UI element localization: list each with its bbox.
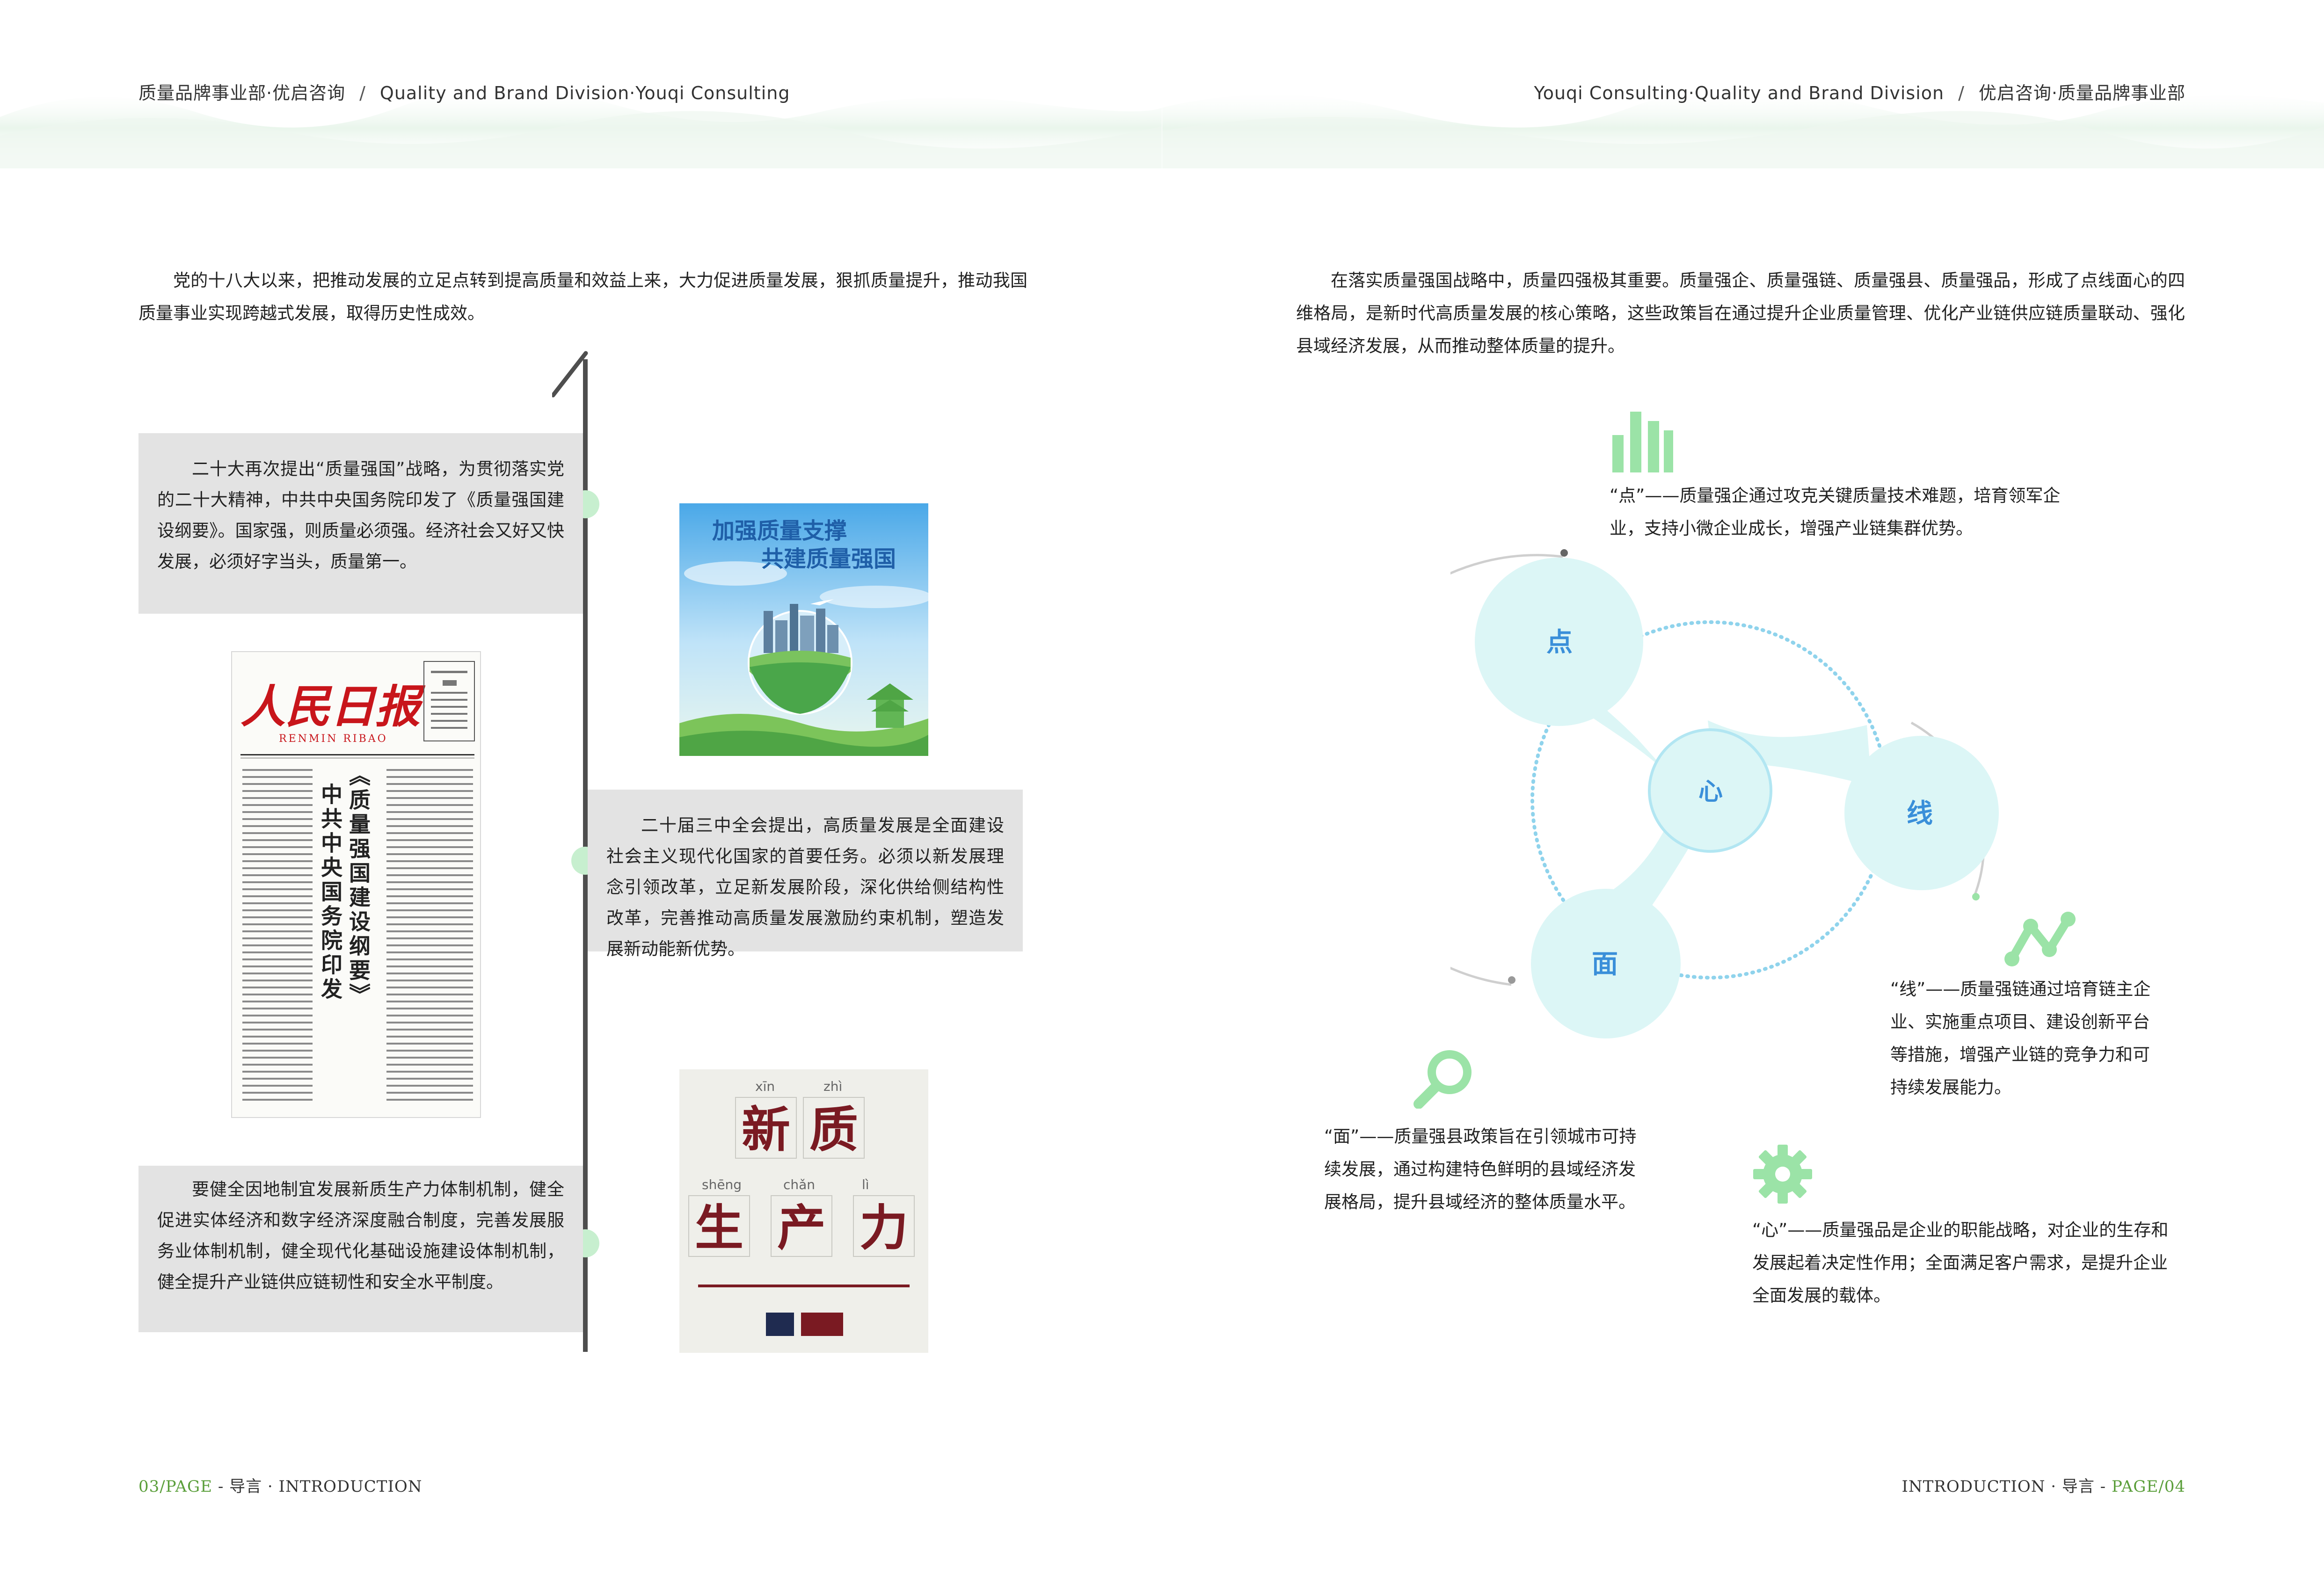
char-chan: 产 xyxy=(777,1199,826,1256)
footer-left-page: /PAGE xyxy=(160,1477,213,1496)
gear-icon xyxy=(1753,1145,1812,1204)
caption-dian: “点”——质量强企通过攻克关键质量技术难题，培育领军企业，支持小微企业成长，增强… xyxy=(1610,486,2061,538)
right-intro-paragraph: 在落实质量强国战略中，质量四强极其重要。质量强企、质量强链、质量强县、质量强品，… xyxy=(1296,270,2185,356)
header-left-cn: 质量品牌事业部·优启咨询 xyxy=(138,83,346,103)
program-logo xyxy=(801,1313,843,1336)
char-zhi: 质 xyxy=(809,1101,858,1158)
arc-right-end-dot xyxy=(1972,893,1980,900)
timeline-hook xyxy=(552,351,588,398)
header-mist-right xyxy=(1162,88,2324,168)
footer-left: 03/PAGE - 导言 · INTRODUCTION xyxy=(138,1473,423,1496)
arc-left xyxy=(1450,554,1563,986)
node-mian-label: 面 xyxy=(1592,949,1618,980)
node-xin xyxy=(1648,728,1772,853)
newspaper-headline-1: 《质量强国建设纲要》 xyxy=(346,764,371,1008)
pinyin-xin: xīn xyxy=(755,1079,775,1094)
footer-right: INTRODUCTION · 导言 - PAGE/04 xyxy=(1901,1473,2186,1496)
header-separator: / xyxy=(359,83,366,103)
char-xin: 新 xyxy=(742,1101,790,1158)
new-productivity-art: xīn zhì shēng chǎn lì 新 质 生 产 力 xyxy=(688,1079,915,1336)
footer-right-page: PAGE xyxy=(2111,1477,2159,1496)
header-right: Youqi Consulting·Quality and Brand Divis… xyxy=(1534,79,2186,104)
header-left: 质量品牌事业部·优启咨询 / Quality and Brand Division·… xyxy=(138,79,790,104)
pinyin-li: lì xyxy=(862,1177,869,1192)
timeline-box-3: 要健全因地制宜发展新质生产力体制机制，健全促进实体经济和数字经济深度融合制度，完… xyxy=(138,1166,583,1332)
timeline-box-1: 二十大再次提出“质量强国”战略，为贯彻落实党的二十大精神，中共中央国务院印发了《… xyxy=(138,433,583,614)
newspaper-art: 人民日报 RENMIN RIBAO xyxy=(240,661,475,1101)
header-mist-left xyxy=(0,87,1162,168)
node-mian xyxy=(1531,889,1681,1038)
pinyin-chan: chǎn xyxy=(783,1177,815,1192)
footer-right-number: /04 xyxy=(2158,1477,2186,1496)
node-dian xyxy=(1475,558,1643,726)
node-xian-label: 线 xyxy=(1907,798,1933,829)
header-left-en: Quality and Brand Division·Youqi Consult… xyxy=(379,83,790,103)
pinyin-zhi: zhì xyxy=(823,1079,842,1094)
left-intro-paragraph: 党的十八大以来，把推动发展的立足点转到提高质量和效益上来，大力促进质量发展，狠抓… xyxy=(138,270,1027,323)
footer-left-text: - 导言 · INTRODUCTION xyxy=(212,1477,423,1496)
caption-mian: “面”——质量强县政策旨在引领城市可持续发展，通过构建特色鲜明的县域经济发展格局… xyxy=(1324,1126,1637,1212)
caption-xian: “线”——质量强链通过培育链主企业、实施重点项目、建设创新平台等措施，增强产业链… xyxy=(1890,979,2151,1097)
cctv-logo xyxy=(766,1313,794,1336)
char-li: 力 xyxy=(860,1199,908,1256)
newspaper-image: 人民日报 RENMIN RIBAO xyxy=(231,651,481,1118)
header-separator: / xyxy=(1958,83,1965,103)
char-sheng: 生 xyxy=(695,1199,743,1256)
quality-poster-art: 加强质量支撑 共建质量强国 xyxy=(679,503,928,756)
poster-line-1: 加强质量支撑 xyxy=(712,518,847,544)
footer-left-number: 03 xyxy=(138,1477,160,1496)
quality-poster-image: 加强质量支撑 共建质量强国 xyxy=(679,503,928,756)
arc-left-end-dot-2 xyxy=(1508,976,1515,984)
pinyin-sheng: shēng xyxy=(702,1177,742,1192)
four-dimension-diagram: 点 心 线 面 xyxy=(1450,549,1999,1038)
newspaper-pinyin: RENMIN RIBAO xyxy=(279,733,388,745)
newspaper-masthead: 人民日报 xyxy=(240,680,426,733)
newspaper-headline-2: 中共中央国务院印发 xyxy=(318,783,343,1002)
node-xin-label: 心 xyxy=(1698,778,1723,806)
route-line-icon xyxy=(2004,912,2076,966)
caption-xin: “心”——质量强品是企业的职能战略，对企业的生存和发展起着决定性作用；全面满足客… xyxy=(1752,1220,2169,1306)
header-right-cn: 优启咨询·质量品牌事业部 xyxy=(1978,83,2186,103)
poster-line-2: 共建质量强国 xyxy=(761,546,896,572)
node-dian-label: 点 xyxy=(1546,627,1573,658)
magnifier-icon xyxy=(1413,1050,1472,1109)
arc-left-end-dot xyxy=(1560,549,1568,557)
connector-xian xyxy=(1708,720,1872,786)
node-xian xyxy=(1844,736,1999,890)
footer-right-text: INTRODUCTION · 导言 - xyxy=(1901,1477,2112,1496)
header-right-en: Youqi Consulting·Quality and Brand Divis… xyxy=(1534,83,1945,103)
new-productivity-image: xīn zhì shēng chǎn lì 新 质 生 产 力 xyxy=(679,1069,928,1353)
bar-chart-icon xyxy=(1612,412,1673,472)
timeline-box-2: 二十届三中全会提出，高质量发展是全面建设社会主义现代化国家的首要任务。必须以新发… xyxy=(588,790,1023,959)
